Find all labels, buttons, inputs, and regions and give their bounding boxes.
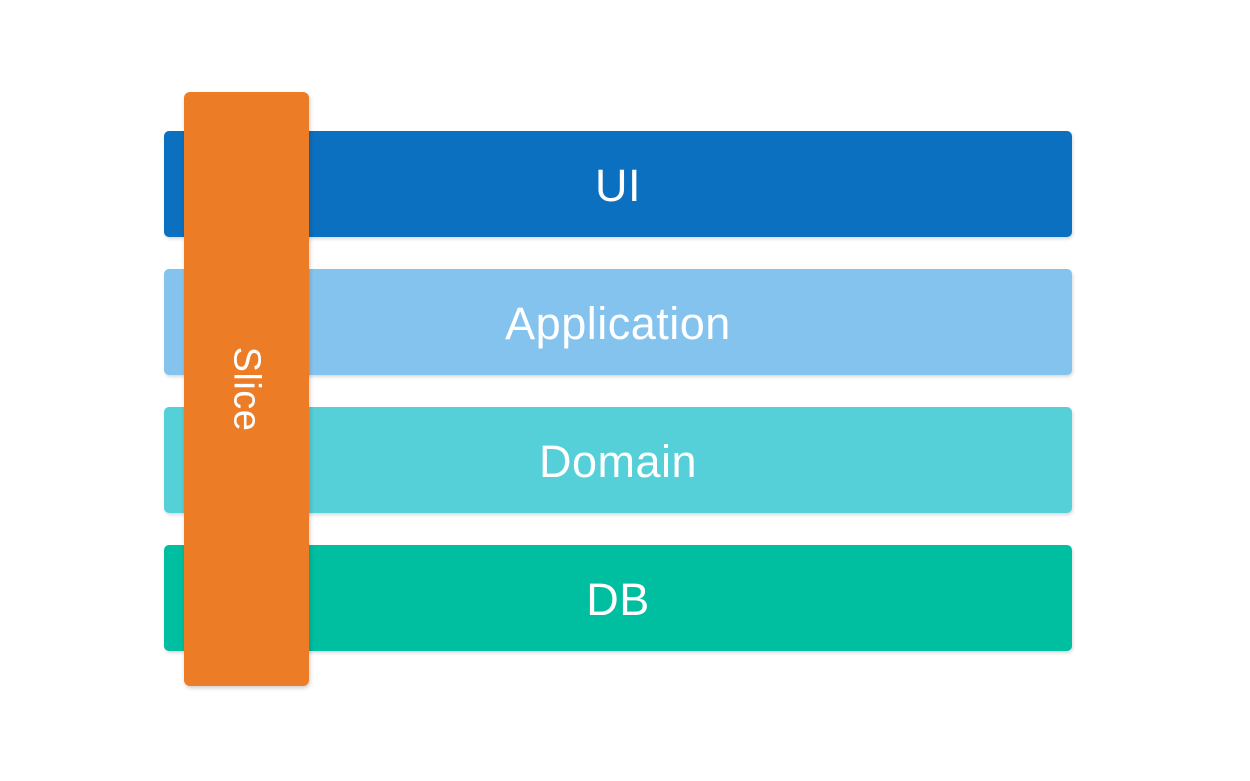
- layer-label-domain: Domain: [538, 435, 698, 487]
- layer-bar-db: DB: [164, 545, 1072, 651]
- layer-label-ui: UI: [595, 159, 641, 211]
- slice-bar: Slice: [184, 92, 309, 686]
- layer-bar-domain: Domain: [164, 407, 1072, 513]
- slice-label: Slice: [225, 346, 268, 432]
- layer-label-application: Application: [505, 297, 731, 349]
- layer-bar-ui: UI: [164, 131, 1072, 237]
- layer-label-db: DB: [586, 573, 650, 625]
- layer-bar-application: Application: [164, 269, 1072, 375]
